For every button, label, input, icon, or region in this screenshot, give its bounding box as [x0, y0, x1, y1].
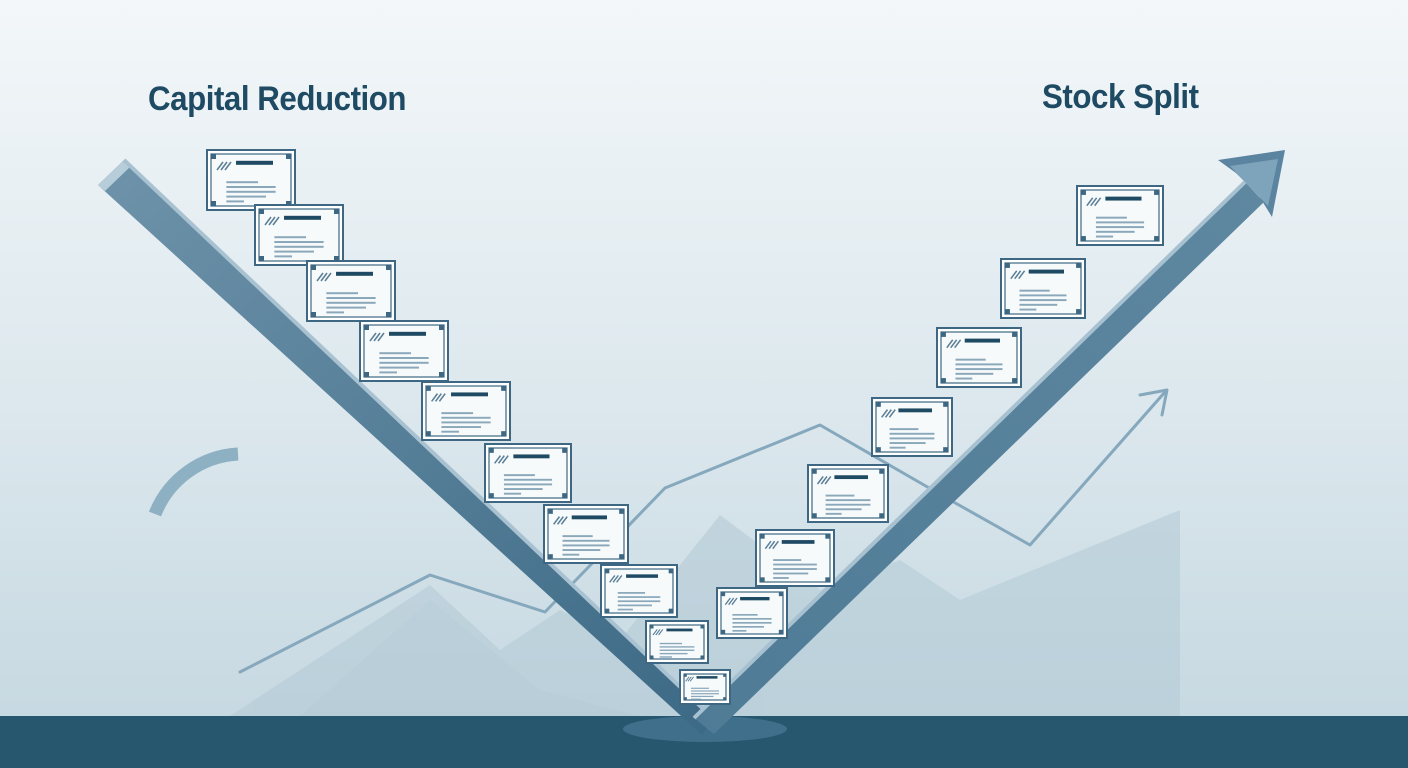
capital-reduction-certificates [206, 149, 731, 705]
share-certificate-icon [421, 381, 511, 441]
rise-arrow [692, 150, 1285, 734]
share-certificate-icon [1000, 258, 1086, 319]
trend-arrow-icon [1138, 388, 1169, 417]
share-certificate-icon [484, 443, 572, 503]
share-certificate-icon [254, 204, 344, 266]
share-certificate-icon [645, 620, 709, 664]
capital-reduction-label: Capital Reduction [148, 80, 407, 118]
share-certificate-icon [1076, 185, 1164, 246]
share-certificate-icon [807, 464, 889, 523]
share-certificate-icon [600, 564, 678, 618]
share-certificate-icon [755, 529, 835, 587]
share-certificate-icon [871, 397, 953, 457]
stock-split-label: Stock Split [1042, 78, 1199, 116]
share-certificate-icon [936, 327, 1022, 388]
background-trend-line [238, 388, 1169, 674]
gauge-arc-icon [148, 447, 239, 517]
share-certificate-icon [543, 504, 629, 564]
background-mountains [230, 510, 1180, 716]
share-certificate-icon [359, 320, 449, 382]
share-certificate-icon [716, 587, 788, 639]
decline-arrow [98, 158, 715, 735]
share-certificate-icon [206, 149, 296, 211]
share-certificate-icon [679, 669, 731, 705]
share-certificate-icon [306, 260, 396, 322]
stock-split-certificates [716, 185, 1164, 639]
